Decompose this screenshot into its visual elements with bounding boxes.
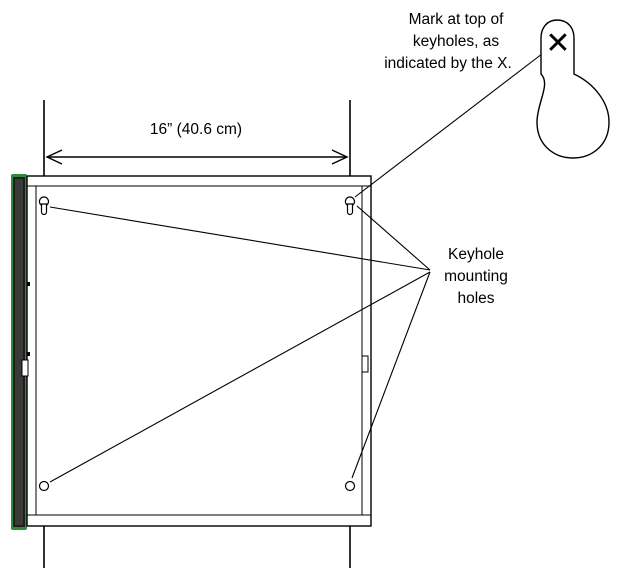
keyhole-top-right (344, 196, 356, 216)
mark-note-line-1: Mark at top of (409, 11, 504, 28)
panel-back (11, 174, 372, 530)
keyhole-label-line-1: Keyhole (448, 246, 504, 263)
callout-leader-line (354, 43, 556, 198)
mark-note-line-2: keyholes, as (413, 33, 499, 50)
dimension-label: 16” (40.6 cm) (150, 121, 242, 138)
mark-note-line-3: indicated by the X. (384, 55, 512, 72)
keyhole-callout-shape (536, 19, 610, 159)
keyhole-label-line-3: holes (457, 290, 494, 307)
keyhole-label-line-2: mounting (444, 268, 508, 285)
keyhole-bottom-right (344, 480, 356, 492)
dimension-arrow (45, 149, 349, 165)
keyhole-top-left (38, 196, 50, 216)
x-mark-icon: ✕ (545, 26, 570, 61)
keyhole-bottom-left (38, 480, 50, 492)
keyhole-leader-lines (49, 205, 431, 483)
